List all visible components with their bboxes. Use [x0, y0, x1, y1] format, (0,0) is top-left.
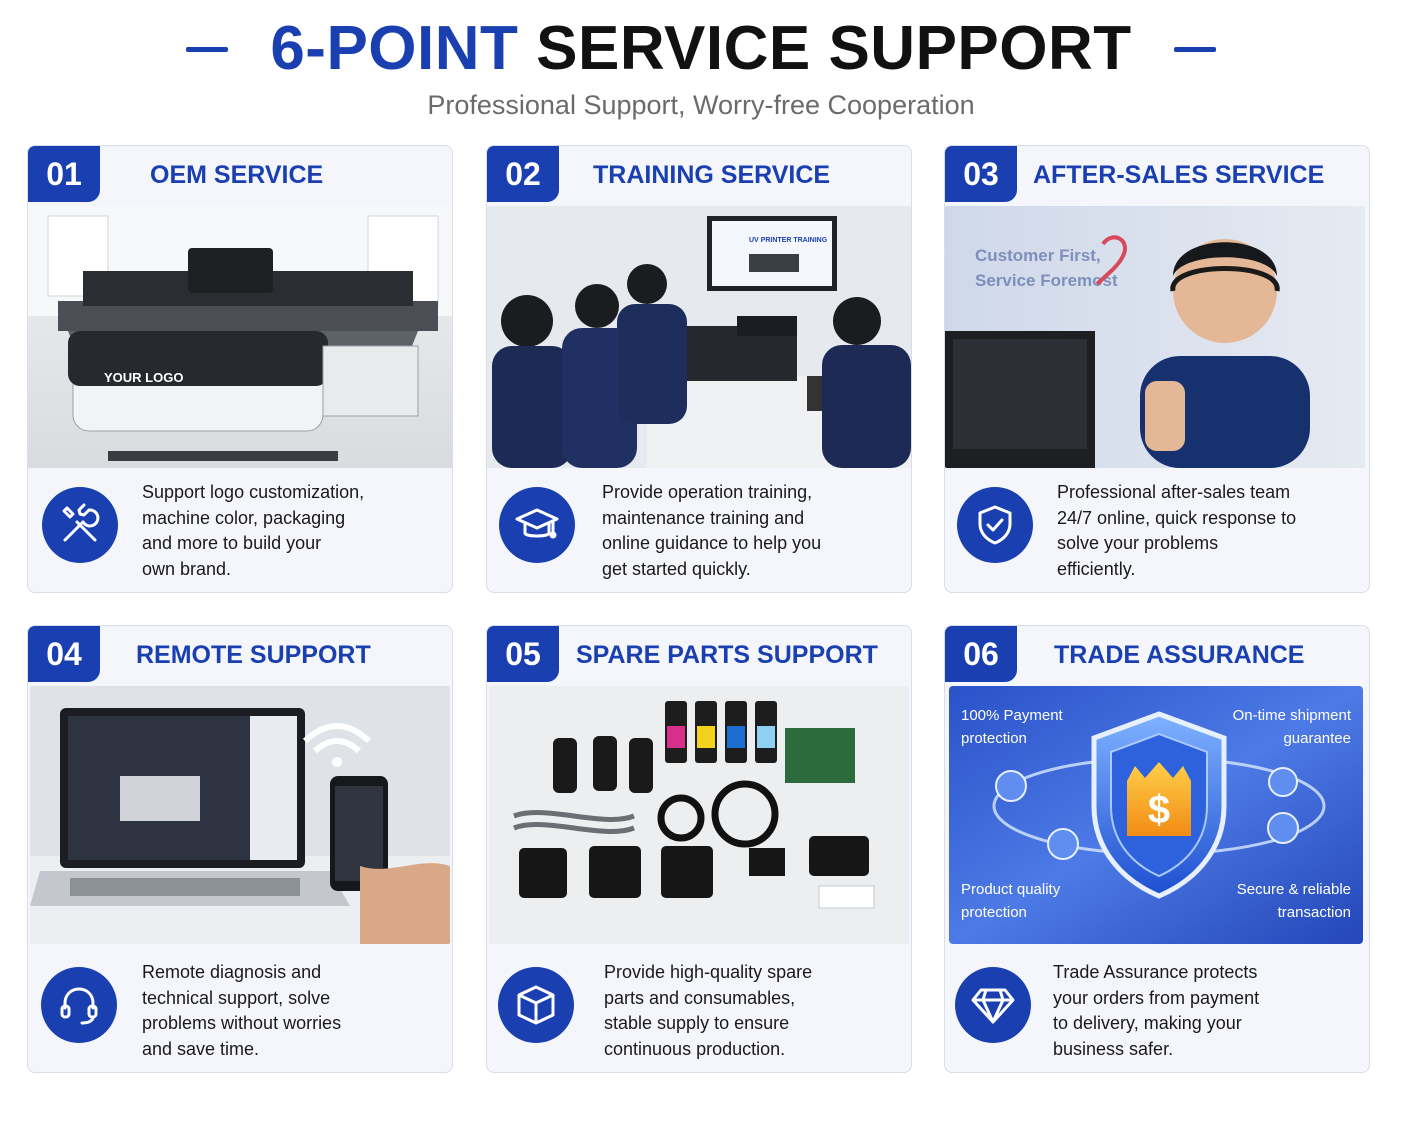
graduation-cap-icon [499, 487, 575, 563]
title-row: 6-POINT SERVICE SUPPORT [0, 14, 1402, 84]
wall-slogan-line2: Service Foremost [975, 271, 1118, 290]
card-oem-service: 01 OEM SERVICE YOUR LOGO Support [27, 145, 453, 593]
headset-icon [41, 967, 117, 1043]
title-rest: SERVICE SUPPORT [536, 14, 1132, 83]
tools-icon [42, 487, 118, 563]
page-header: 6-POINT SERVICE SUPPORT Professional Sup… [0, 0, 1402, 140]
card-number: 05 [487, 626, 559, 682]
shield-check-icon [957, 487, 1033, 563]
shipment-guarantee-label: On-time shipment guarantee [1232, 707, 1351, 747]
card-number: 04 [28, 626, 100, 682]
product-quality-label: Product quality protection [961, 881, 1061, 921]
card-description: Remote diagnosis and technical support, … [142, 962, 342, 1059]
spare-parts-photo [489, 686, 909, 944]
card-description: Provide operation training, maintenance … [602, 482, 822, 579]
oem-printer-photo: YOUR LOGO [28, 206, 452, 468]
card-number: 03 [945, 146, 1017, 202]
card-training-service: 02 TRAINING SERVICE UV PRINTER TRAINING … [486, 145, 912, 593]
card-remote-support: 04 REMOTE SUPPORT Remote diagnosis and [27, 625, 453, 1073]
box-icon [498, 967, 574, 1043]
card-trade-assurance: 06 TRADE ASSURANCE $ 100% Payment protec… [944, 625, 1370, 1073]
card-title: OEM SERVICE [150, 161, 324, 189]
card-number: 02 [487, 146, 559, 202]
dollar-symbol: $ [1148, 788, 1170, 832]
page-title: 6-POINT SERVICE SUPPORT [270, 14, 1131, 84]
card-spare-parts-support: 05 SPARE PARTS SUPPORT [486, 625, 912, 1073]
card-description: Provide high-quality spare parts and con… [604, 962, 813, 1059]
payment-protection-label: 100% Payment protection [961, 707, 1063, 747]
remote-laptop-photo [30, 686, 450, 944]
title-accent: 6-POINT [270, 14, 519, 83]
card-title: REMOTE SUPPORT [136, 641, 371, 669]
secure-transaction-label: Secure & reliable transaction [1236, 881, 1351, 921]
after-sales-agent-photo: Customer First, Service Foremost [945, 206, 1365, 468]
wall-slogan-line1: Customer First, [975, 246, 1101, 265]
card-description: Professional after-sales team 24/7 onlin… [1057, 482, 1297, 579]
title-left-dash [186, 46, 229, 52]
training-screen-text: UV PRINTER TRAINING [749, 237, 828, 244]
card-number: 01 [28, 146, 100, 202]
card-after-sales-service: 03 AFTER-SALES SERVICE Customer First, S… [944, 145, 1370, 593]
card-description: Trade Assurance protects your orders fro… [1053, 962, 1260, 1059]
card-title: TRAINING SERVICE [593, 161, 831, 189]
diamond-icon [955, 967, 1031, 1043]
your-logo-text: YOUR LOGO [104, 370, 183, 385]
card-title: TRADE ASSURANCE [1054, 641, 1305, 669]
card-description: Support logo customization, machine colo… [142, 482, 365, 579]
card-title: AFTER-SALES SERVICE [1033, 161, 1325, 189]
page-subtitle: Professional Support, Worry-free Coopera… [427, 90, 975, 120]
trade-assurance-graphic: $ 100% Payment protection On-time shipme… [949, 686, 1363, 944]
card-number: 06 [945, 626, 1017, 682]
card-title: SPARE PARTS SUPPORT [576, 641, 878, 669]
title-right-dash [1173, 46, 1216, 52]
training-photo: UV PRINTER TRAINING [487, 206, 911, 468]
